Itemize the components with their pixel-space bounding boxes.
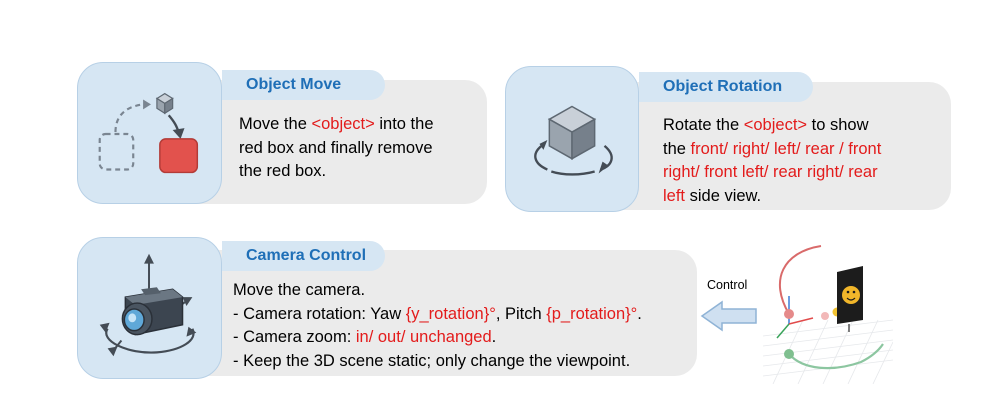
object-placeholder: <object> [311,115,375,133]
view-options: front/ right/ left/ rear / front [690,139,882,158]
3d-scene-illustration [762,240,894,385]
camera-line-3: - Camera zoom: in/ out/ unchanged. [233,328,497,346]
object-rotation-line-4: left side view. [663,186,762,205]
camera-control-title: Camera Control [222,241,385,271]
pitch-placeholder: {p_rotation}° [546,304,638,323]
object-placeholder: <object> [743,116,808,134]
camera-control-card [132,250,697,376]
object-rotation-line-3: right/ front left/ rear right/ rear [663,163,878,181]
object-rotation-line-1: Rotate the <object> to show [663,116,869,134]
object-move-line-3: the red box. [239,162,327,180]
camera-control-description: Move the camera. - Camera rotation: Yaw … [233,279,642,373]
object-rotation-icon-box [505,66,639,212]
object-move-title: Object Move [222,70,385,100]
object-move-icon-box [77,62,222,204]
object-rotation-line-2: the front/ right/ left/ rear / front [663,139,882,158]
camera-line-4: - Keep the 3D scene static; only change … [233,351,631,370]
cube-rotate-icon [534,105,613,176]
camera-line-1: Move the camera. [233,281,366,299]
control-arrow-icon [700,300,757,332]
object-rotation-description: Rotate the <object> to show the front/ r… [663,114,881,208]
control-label: Control [707,278,748,292]
object-rotation-title: Object Rotation [639,72,813,102]
camera-line-2: - Camera rotation: Yaw {y_rotation}°, Pi… [233,304,642,323]
camera-orbit-icon [99,253,197,357]
cube-move-icon [98,92,199,174]
camera-control-icon-box [77,237,222,379]
object-move-line-1: Move the <object> into the [239,115,434,133]
yaw-placeholder: {y_rotation}° [405,304,496,323]
object-move-description: Move the <object> into the red box and f… [239,113,434,184]
zoom-options: in/ out/ unchanged [355,328,492,346]
object-move-line-2: red box and finally remove [239,138,433,157]
